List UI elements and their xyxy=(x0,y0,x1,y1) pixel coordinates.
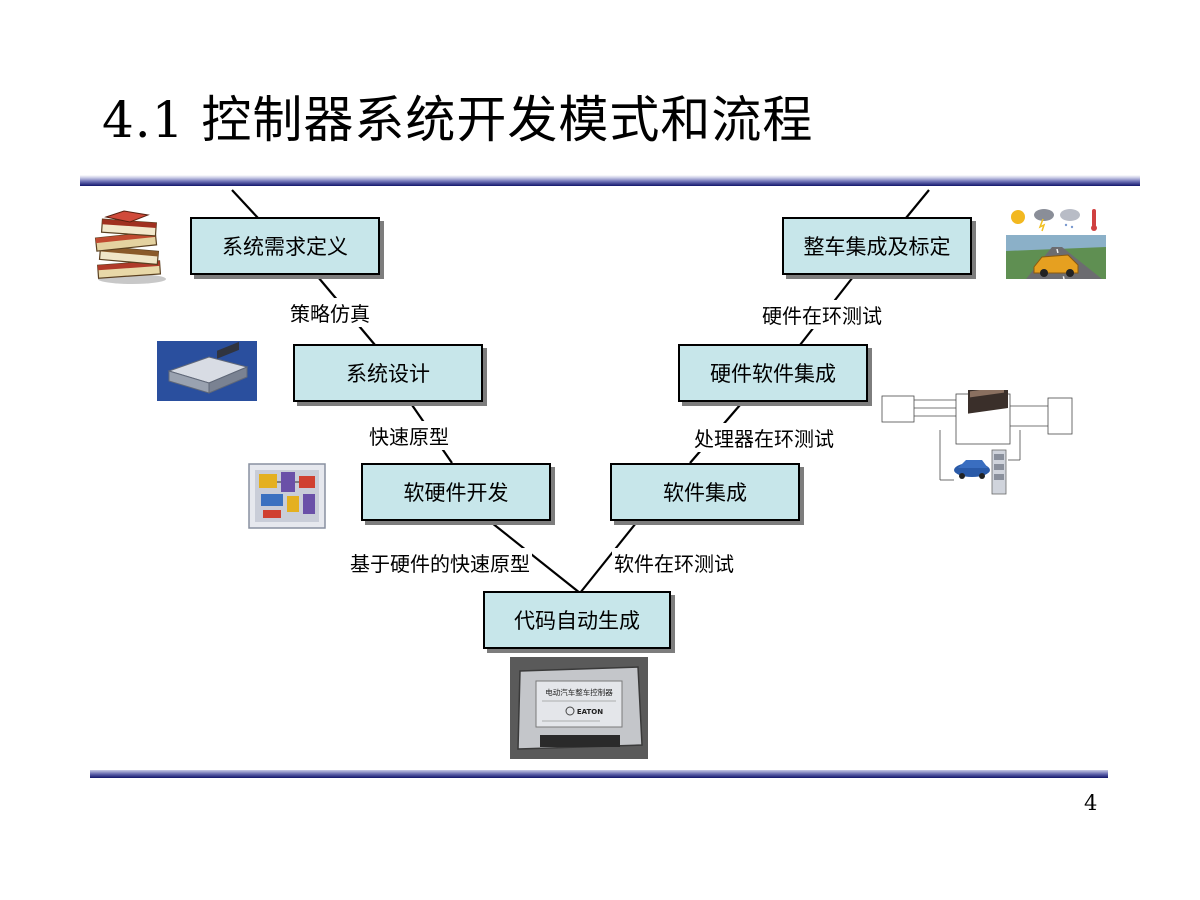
box-hw-sw-development: 软硬件开发 xyxy=(361,463,551,521)
box-vehicle-integration-calibration-label: 整车集成及标定 xyxy=(803,235,951,259)
books-illustration xyxy=(94,210,166,284)
connector-dev-to-code xyxy=(491,522,581,594)
connector-top-right xyxy=(905,189,930,219)
ecu-photo: 电动汽车整车控制器 EATON xyxy=(510,657,648,759)
label-rapid-prototyping: 快速原型 xyxy=(367,421,451,450)
box-hw-sw-development-label: 软硬件开发 xyxy=(403,481,509,505)
label-processor-in-loop: 处理器在环测试 xyxy=(692,423,836,452)
box-system-requirements: 系统需求定义 xyxy=(190,217,380,275)
box-software-integration: 软件集成 xyxy=(610,463,800,521)
label-software-in-loop: 软件在环测试 xyxy=(612,548,736,577)
box-auto-code-generation-label: 代码自动生成 xyxy=(514,609,640,633)
title-divider xyxy=(80,175,1140,186)
controller-module-photo xyxy=(157,341,257,401)
connector-top-left xyxy=(231,189,259,219)
box-vehicle-integration-calibration: 整车集成及标定 xyxy=(782,217,972,275)
box-system-design-label: 系统设计 xyxy=(346,362,430,386)
label-hardware-in-loop: 硬件在环测试 xyxy=(760,300,884,329)
box-system-design: 系统设计 xyxy=(293,344,483,402)
label-strategy-simulation: 策略仿真 xyxy=(288,298,372,327)
box-software-integration-label: 软件集成 xyxy=(663,481,747,505)
sun-icon xyxy=(1011,210,1025,224)
vehicle-road-test-photo xyxy=(1006,207,1106,279)
thunder-cloud-icon xyxy=(1034,209,1054,221)
page-title: 4.1 控制器系统开发模式和流程 xyxy=(102,91,814,149)
box-auto-code-generation: 代码自动生成 xyxy=(483,591,671,649)
box-hw-sw-integration-label: 硬件软件集成 xyxy=(710,362,836,386)
ecu-label-text: 电动汽车整车控制器 xyxy=(545,687,613,697)
thermometer-icon xyxy=(1092,209,1096,227)
connector-code-to-sw-integ xyxy=(579,522,637,594)
hil-simulation-diagram xyxy=(880,390,1078,500)
box-system-requirements-label: 系统需求定义 xyxy=(222,235,348,259)
footer-divider xyxy=(90,770,1108,778)
snow-cloud-icon xyxy=(1060,209,1080,221)
circuit-board-photo xyxy=(248,463,326,529)
box-hw-sw-integration: 硬件软件集成 xyxy=(678,344,868,402)
ecu-brand-text: EATON xyxy=(577,708,603,716)
page-number: 4 xyxy=(1084,791,1098,815)
label-hw-based-rapid-prototyping: 基于硬件的快速原型 xyxy=(348,548,532,577)
